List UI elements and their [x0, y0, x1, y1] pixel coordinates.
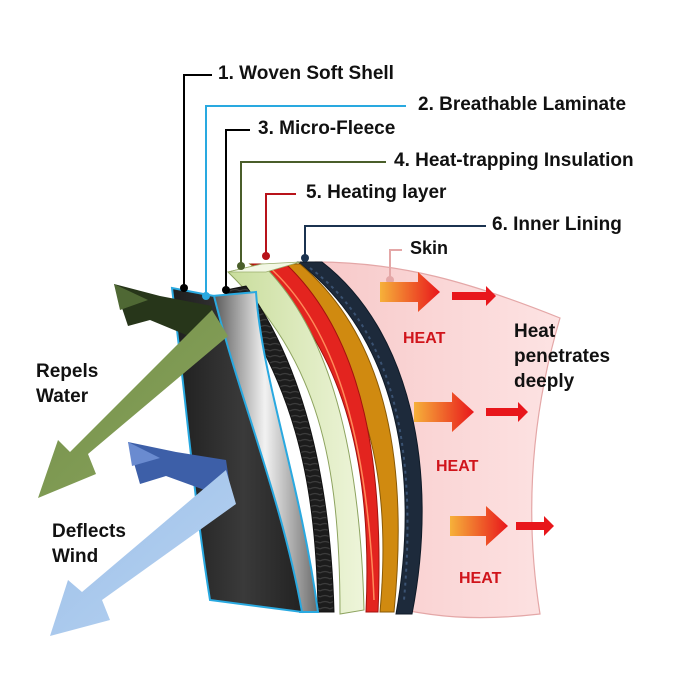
repels-water-line1: Repels: [36, 361, 99, 382]
label-micro-fleece: 3. Micro-Fleece: [258, 118, 396, 139]
label-deflects-wind: Deflects Wind: [52, 519, 126, 569]
callout-dots: [180, 252, 394, 300]
deflects-wind-line2: Wind: [52, 546, 99, 567]
label-skin: Skin: [410, 238, 449, 258]
micro-fleece-layer: [225, 285, 335, 613]
label-heating-layer: 5. Heating layer: [306, 182, 447, 203]
heat-penetrates-line2: penetrates: [514, 346, 611, 367]
deflects-wind-arrow: [50, 442, 236, 636]
label-breathable-laminate: 2. Breathable Laminate: [418, 94, 627, 115]
repels-water-arrow: [38, 284, 228, 498]
repels-water-line2: Water: [36, 386, 89, 407]
label-heat-trapping-insulation: 4. Heat-trapping Insulation: [394, 150, 634, 171]
heat-arrows: [380, 272, 554, 546]
heat-label-3: HEAT: [459, 570, 502, 587]
label-woven-soft-shell: 1. Woven Soft Shell: [218, 63, 394, 84]
label-repels-water: Repels Water: [36, 359, 98, 409]
insulation-layer: [227, 263, 365, 615]
woven-soft-shell-layer: [170, 286, 304, 614]
deflects-wind-line1: Deflects: [52, 521, 126, 542]
heat-label-1: HEAT: [403, 330, 446, 347]
label-heat-penetrates: Heat penetrates deeply: [514, 319, 610, 394]
callout-lines: [183, 74, 486, 296]
inner-lining-layer: [296, 261, 423, 615]
heat-label-2: HEAT: [436, 458, 479, 475]
label-inner-lining: 6. Inner Lining: [492, 214, 622, 235]
heat-penetrates-line1: Heat: [514, 321, 556, 342]
heat-penetrates-line3: deeply: [514, 371, 575, 392]
